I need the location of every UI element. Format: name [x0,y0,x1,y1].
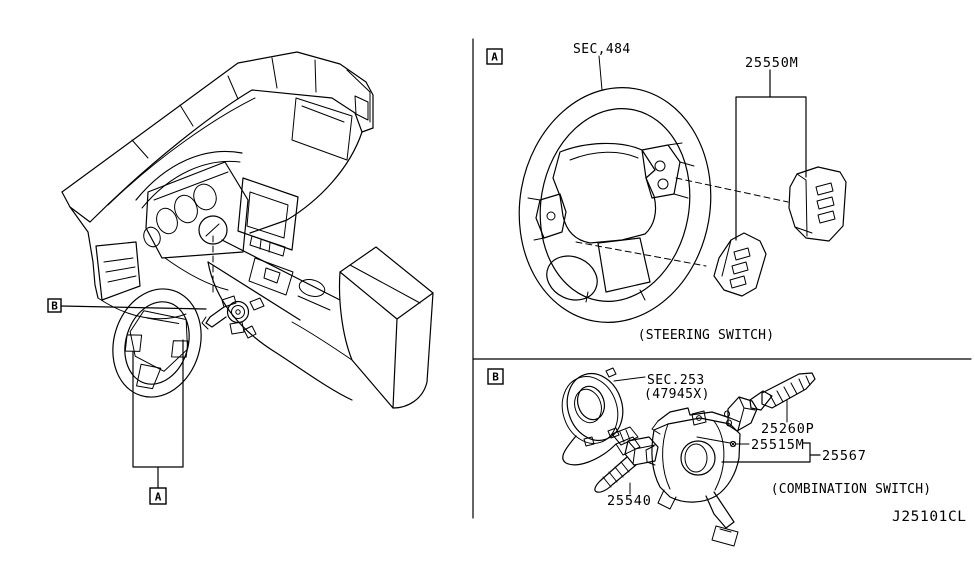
caption-combination-switch: (COMBINATION SWITCH) [771,482,932,497]
section-b: B SEC.253 (47945X) 25540 [487,367,932,547]
part-label-25260p[interactable]: 25260P [761,421,815,437]
lighting-switch-stalk-drawing [594,436,659,493]
left-callout-a[interactable]: A [132,339,184,505]
screw-25515m [696,436,750,448]
section-b-callout-letter: B [492,371,499,384]
bracket-25567 [721,442,821,463]
sec-484-leader [598,55,603,91]
caption-steering-switch: (STEERING SWITCH) [638,328,774,343]
bracket-25550m [735,69,807,241]
callout-a-box [149,487,167,505]
combination-switch-location-sketch [201,235,265,339]
sec-253-leader [613,376,646,382]
part-label-25515m[interactable]: 25515M [751,437,805,453]
clock-spring-drawing [561,367,641,466]
section-b-callout-box[interactable] [487,368,504,385]
part-label-25550m[interactable]: 25550M [745,55,799,71]
switch-position-dashed-lines [575,177,789,267]
steering-switch-right-part [788,166,847,242]
dashboard-sketch [61,51,434,409]
section-a: A SEC,484 25550M [486,42,847,343]
wiper-switch-stalk-drawing [724,372,816,432]
part-label-25567[interactable]: 25567 [822,448,867,464]
callout-b-box [47,298,62,313]
callout-a-letter: A [155,491,162,504]
callout-b-letter: B [51,300,58,313]
part-label-25540[interactable]: 25540 [607,493,652,509]
combination-switch-body-drawing [645,407,741,547]
section-a-callout-box[interactable] [486,48,503,65]
steering-switch-left-part [713,232,767,297]
sec-253-label[interactable]: SEC.253 [647,373,705,388]
steering-wheel-drawing [518,87,712,323]
sec-253-sub-label: (47945X) [644,387,710,402]
left-callout-b[interactable]: B [47,298,207,313]
sec-484-label[interactable]: SEC,484 [573,42,631,57]
diagram-code: J25101CL [892,509,967,525]
callout-b-leader-line [60,305,207,310]
callout-a-bracket [132,339,184,489]
section-a-callout-letter: A [491,51,498,64]
steering-wheel-thumbnail [112,288,202,398]
